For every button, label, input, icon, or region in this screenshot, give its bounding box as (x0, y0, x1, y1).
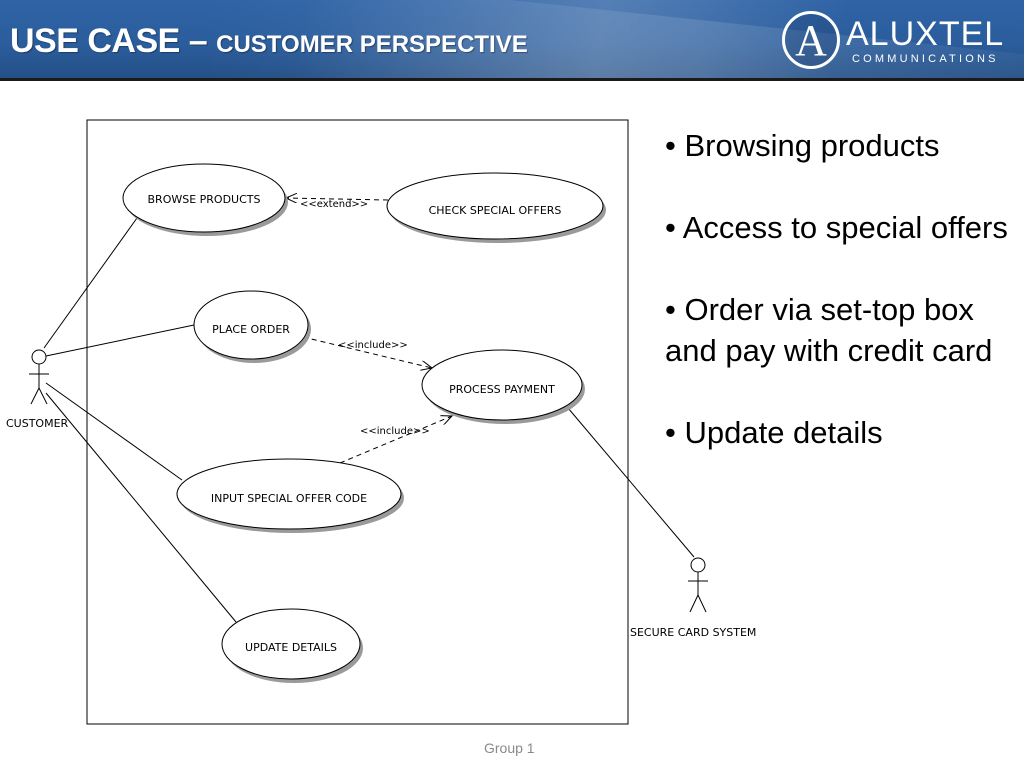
extend-arrow (286, 198, 389, 200)
use-case-label: CHECK SPECIAL OFFERS (429, 204, 562, 217)
include-arrow-place-order (302, 336, 432, 368)
include-label: <<include>> (338, 340, 408, 351)
header-divider (0, 78, 1024, 81)
slide-title-main: USE CASE – (10, 22, 217, 60)
extend-label: <<extend>> (300, 199, 368, 210)
bullet-item: • Update details (665, 415, 883, 450)
use-case-label: PLACE ORDER (212, 323, 290, 336)
assoc-browse-products (43, 217, 138, 349)
logo-tagline: COMMUNICATIONS (852, 53, 999, 65)
customer-actor-label: CUSTOMER (6, 417, 69, 430)
slide-title: USE CASE – CUSTOMER PERSPECTIVE (10, 22, 528, 61)
bullet-list: • Browsing products • Access to special … (665, 125, 1020, 494)
secure-card-system-label: SECURE CARD SYSTEM (630, 626, 756, 639)
use-case-update-details: UPDATE DETAILS (221, 608, 363, 683)
assoc-input-offer-code (45, 382, 183, 481)
bullet-item: • Order via set-top box and pay with cre… (665, 292, 993, 368)
use-case-place-order: PLACE ORDER (193, 290, 311, 363)
actor-head (31, 349, 47, 365)
bullet-item: • Browsing products (665, 128, 940, 163)
actor-head (690, 557, 706, 573)
header-banner (0, 0, 1024, 80)
aluxtel-logo: A ALUXTEL COMMUNICATIONS (782, 9, 1022, 73)
logo-letter: A (795, 16, 827, 65)
customer-associations (43, 217, 237, 623)
secure-card-system-actor (688, 557, 708, 613)
logo-emblem (782, 11, 840, 69)
use-case-label: BROWSE PRODUCTS (148, 193, 261, 206)
use-case-browse-products: BROWSE PRODUCTS (122, 163, 288, 236)
use-case-label: PROCESS PAYMENT (449, 383, 555, 396)
assoc-secure-card-system (567, 407, 695, 558)
use-case-input-special-offer-code: INPUT SPECIAL OFFER CODE (176, 458, 404, 533)
use-case-label: UPDATE DETAILS (245, 641, 337, 654)
bullet-item: • Access to special offers (665, 210, 1008, 245)
customer-actor (29, 349, 49, 405)
logo-name: ALUXTEL (846, 15, 1005, 53)
use-case-process-payment: PROCESS PAYMENT (421, 349, 585, 424)
assoc-update-details (45, 392, 237, 623)
include-label: <<include>> (360, 426, 430, 437)
use-case-label: INPUT SPECIAL OFFER CODE (211, 492, 367, 505)
include-arrow-offer-code (339, 416, 452, 464)
use-case-check-special-offers: CHECK SPECIAL OFFERS (386, 172, 606, 243)
footer-label: Group 1 (484, 740, 535, 756)
assoc-place-order (45, 324, 195, 357)
slide-title-sub: CUSTOMER PERSPECTIVE (216, 31, 528, 58)
